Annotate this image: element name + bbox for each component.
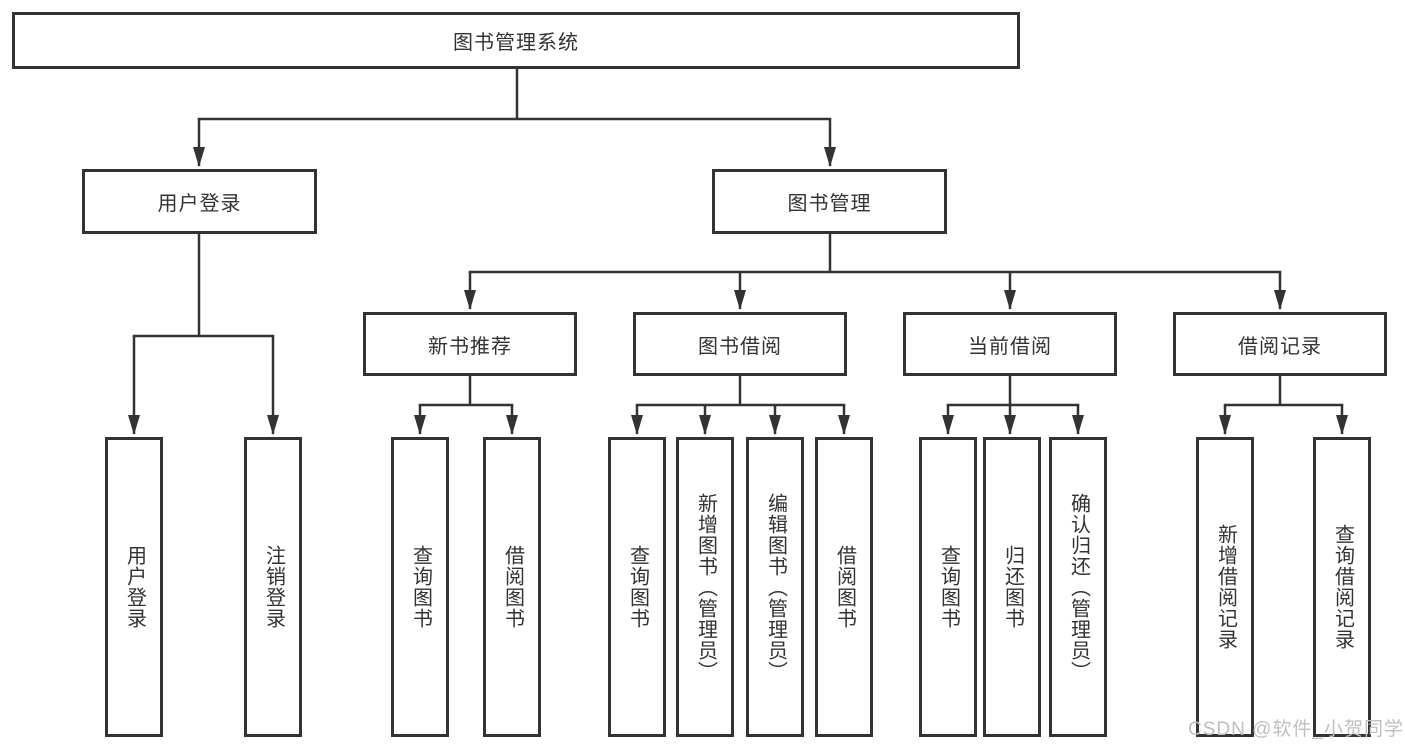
- connector-borrowing-records: [1219, 375, 1348, 435]
- node-book-management-system: 图书管理系统: [12, 12, 1020, 69]
- leaf-return-books: 归还图书: [983, 437, 1041, 737]
- node-user-login: 用户登录: [82, 169, 317, 234]
- node-new-book-recommend: 新书推荐: [363, 312, 577, 376]
- connector-current-borrowing: [942, 375, 1084, 435]
- watermark: CSDN @软件_小贺同学: [1188, 719, 1404, 740]
- node-borrowing-records: 借阅记录: [1173, 312, 1387, 376]
- node-book-borrowing: 图书借阅: [633, 312, 847, 376]
- leaf-query-borrow-record: 查询借阅记录: [1313, 437, 1371, 737]
- node-current-borrowing: 当前借阅: [903, 312, 1117, 376]
- leaf-edit-book-admin: 编辑图书（管理员）: [746, 437, 804, 737]
- leaf-add-borrow-record: 新增借阅记录: [1196, 437, 1254, 737]
- connector-user-login: [128, 233, 279, 435]
- leaf-confirm-return-admin: 确认归还（管理员）: [1049, 437, 1107, 737]
- connector-root: [193, 68, 836, 167]
- leaf-query-books-borrowing: 查询图书: [608, 437, 666, 737]
- leaf-user-login: 用户登录: [105, 437, 163, 737]
- connector-book-management: [464, 233, 1286, 310]
- leaf-query-books-current: 查询图书: [919, 437, 977, 737]
- leaf-query-books-recommend: 查询图书: [391, 437, 449, 737]
- leaf-add-book-admin: 新增图书（管理员）: [676, 437, 734, 737]
- node-book-management: 图书管理: [712, 169, 947, 234]
- connector-book-borrowing: [631, 375, 850, 435]
- leaf-borrow-books-recommend: 借阅图书: [483, 437, 541, 737]
- leaf-logout: 注销登录: [244, 437, 302, 737]
- connector-new-book-recommend: [414, 375, 518, 435]
- leaf-borrow-books-borrowing: 借阅图书: [815, 437, 873, 737]
